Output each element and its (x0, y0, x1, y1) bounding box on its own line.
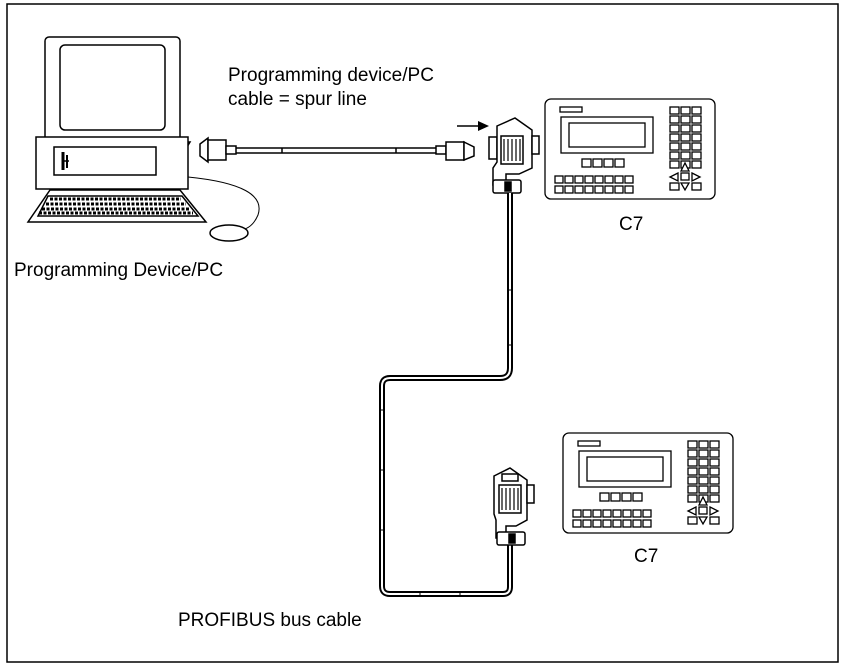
profibus-cable (379, 193, 513, 597)
label-pc: Programming Device/PC (14, 260, 224, 281)
bus-connector-bottom (493, 467, 535, 546)
label-c7-top: C7 (619, 214, 644, 235)
bus-connector-top (488, 117, 540, 194)
pc-icon (26, 36, 260, 242)
label-spur-line-1: Programming device/PC (228, 65, 434, 86)
label-spur-line-2: cable = spur line (228, 89, 367, 110)
spur-line-cable (199, 136, 475, 164)
diagram-frame (6, 3, 839, 663)
arrow-icon (457, 121, 489, 131)
c7-device-top (545, 99, 715, 199)
label-profibus-cable: PROFIBUS bus cable (178, 610, 362, 631)
c7-device-bottom (563, 433, 733, 533)
label-c7-bottom: C7 (634, 546, 659, 567)
